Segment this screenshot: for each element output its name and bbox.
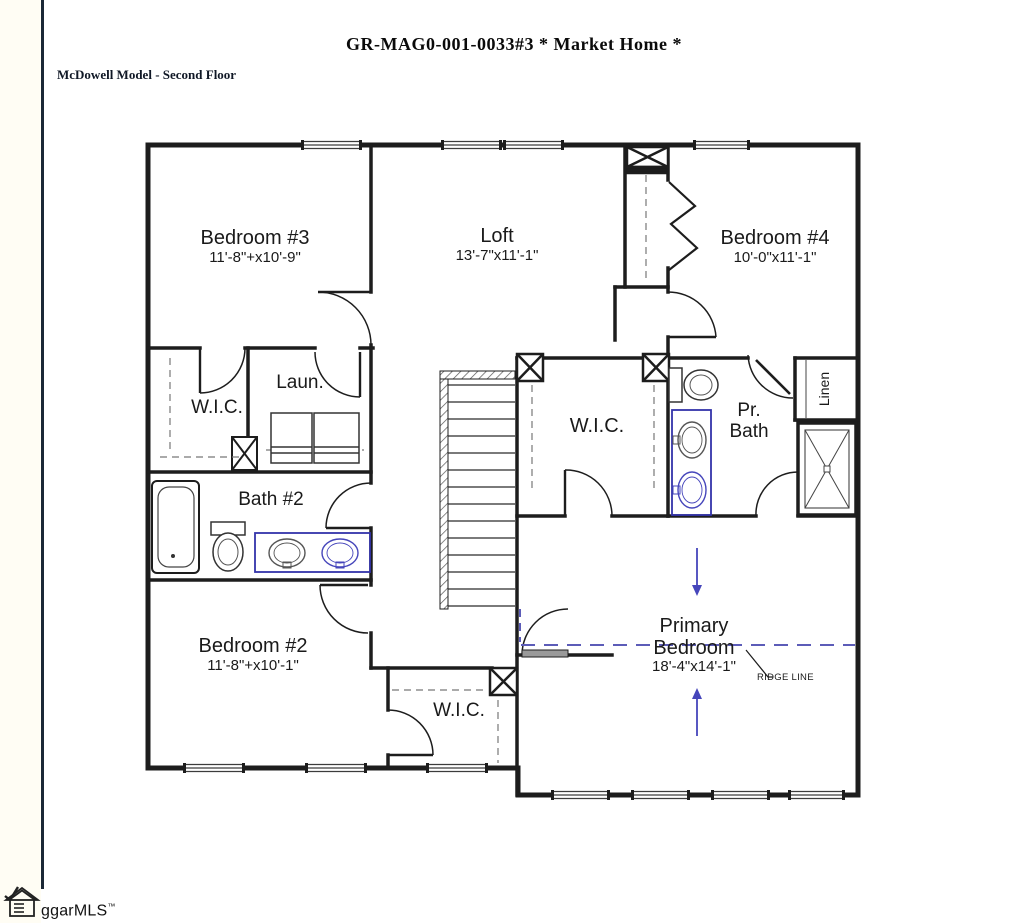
room-label-loft: Loft 13'-7"x11'-1" [397, 225, 597, 264]
bath2-fixtures [151, 480, 371, 574]
room-name: Laun. [276, 372, 324, 393]
bifold-doors [668, 181, 699, 271]
mls-logo: ggarMLS™ [2, 884, 116, 920]
ridge-label-leader [745, 649, 773, 678]
room-dims: 13'-7"x11'-1" [455, 246, 539, 264]
room-name: W.I.C. [433, 700, 485, 721]
room-dims: 18'-4"x14'-1" [652, 658, 736, 676]
room-dims: 10'-0"x11'-1" [733, 248, 817, 266]
toilet [210, 521, 246, 572]
room-name-line2: Bedroom [653, 636, 735, 659]
framed-chase-boxes [231, 145, 671, 697]
ridge-arrows [692, 548, 702, 736]
room-label-bedroom3: Bedroom #3 11'-8"+x10'-9" [155, 227, 355, 266]
room-label-wic-bedroom2: W.I.C. [399, 700, 519, 722]
room-name: Linen [816, 371, 832, 407]
house-with-checkmark-icon [3, 886, 41, 917]
room-label-wic-upper: W.I.C. [157, 397, 277, 419]
room-dims: 11'-8"+x10'-1" [207, 656, 299, 674]
room-label-bedroom2: Bedroom #2 11'-8"+x10'-1" [153, 635, 353, 674]
ridge-line [519, 609, 855, 646]
room-label-wic-primary: W.I.C. [527, 415, 667, 438]
room-name-line1: Primary [659, 615, 729, 637]
room-label-linen: Linen [795, 361, 853, 417]
room-label-primary-bedroom: Primary Bedroom 18'-4"x14'-1" [594, 615, 794, 676]
prbath-fixtures [668, 367, 858, 517]
double-vanity [254, 532, 371, 573]
room-name: Bedroom #3 [200, 227, 310, 249]
room-label-bath2: Bath #2 [201, 489, 341, 511]
staircase [439, 370, 516, 610]
shower [796, 421, 858, 517]
room-name: W.I.C. [569, 415, 625, 437]
windows [183, 140, 845, 800]
page-title: GR-MAG0-001-0033#3 * Market Home * [346, 34, 682, 54]
room-label-pr-bath: Pr. Bath [689, 400, 809, 442]
room-name: Bedroom #4 [720, 227, 830, 249]
room-name: W.I.C. [191, 397, 243, 418]
page-subtitle: McDowell Model - Second Floor [57, 67, 237, 82]
double-vanity [671, 409, 712, 516]
page-left-border-line [41, 0, 44, 889]
bathtub [151, 480, 200, 574]
page-left-margin [0, 0, 41, 923]
mls-logo-tm: ™ [107, 901, 116, 911]
mls-logo-text: ggarMLS™ [41, 902, 116, 920]
room-label-bedroom4: Bedroom #4 10'-0"x11'-1" [675, 227, 875, 266]
room-dims: 11'-8"+x10'-9" [209, 248, 301, 266]
mls-logo-name: ggarMLS [41, 902, 108, 919]
room-name: Bedroom #2 [198, 635, 308, 657]
room-name-line1: Pr. [737, 400, 761, 421]
ridge-line-label: RIDGE LINE [757, 672, 814, 683]
room-label-laundry: Laun. [250, 372, 350, 394]
washer-dryer [270, 412, 360, 464]
room-name-line2: Bath [729, 420, 769, 442]
toilet [668, 367, 719, 403]
room-name: Loft [480, 225, 514, 247]
room-name: Bath #2 [238, 489, 304, 510]
doors [198, 290, 800, 757]
